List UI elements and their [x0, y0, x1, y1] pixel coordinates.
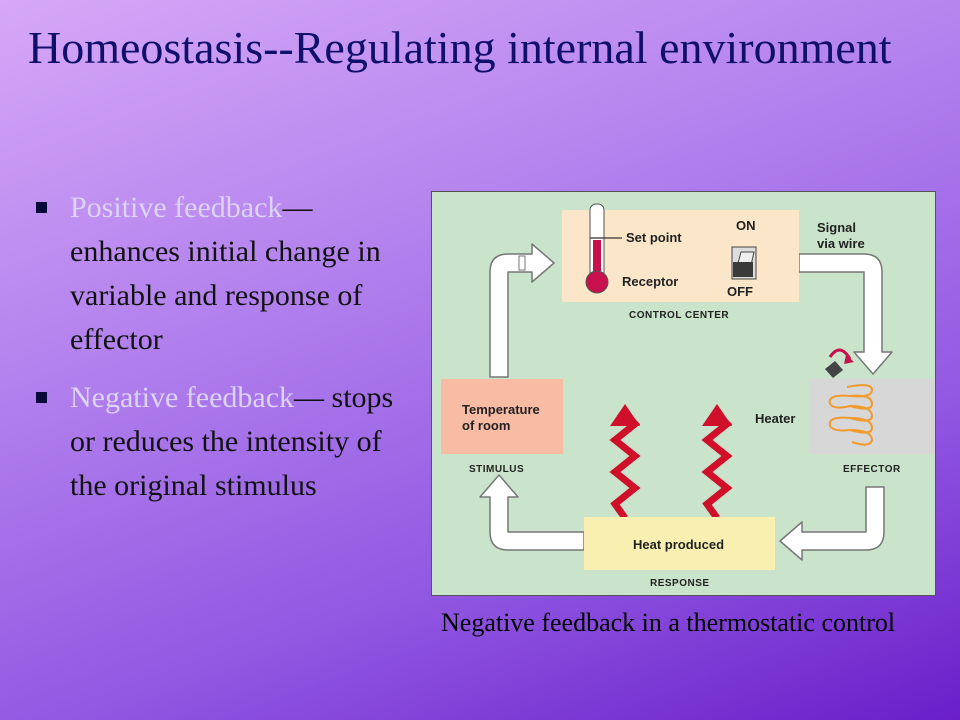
switch-toggle-icon	[825, 348, 854, 378]
bullet-negative-feedback: Negative feedback— stops or reduces the …	[36, 376, 416, 508]
cycle-arrows	[479, 243, 893, 561]
effector-label: EFFECTOR	[843, 464, 901, 475]
bullet-text: enhances initial change in variable and …	[70, 235, 381, 356]
stimulus-box-line2: of room	[462, 418, 510, 433]
slide-title: Homeostasis--Regulating internal environ…	[28, 22, 892, 73]
stimulus-label: STIMULUS	[469, 464, 524, 475]
switch-on-label: ON	[736, 218, 756, 233]
thermometer-icon	[585, 203, 622, 294]
switch-icon	[731, 246, 757, 280]
bullet-highlight: Positive feedback	[70, 191, 283, 224]
diagram-svg: Set point Receptor ON OFF CONTROL CENTER…	[441, 203, 935, 589]
bullet-dash: —	[282, 191, 313, 224]
heat-wave-right-icon	[701, 411, 733, 521]
control-center-label: CONTROL CENTER	[629, 310, 729, 321]
arrow-response-to-stimulus	[479, 474, 585, 551]
heater-label: Heater	[755, 411, 795, 426]
diagram-caption: Negative feedback in a thermostatic cont…	[441, 608, 896, 637]
arrow-stimulus-to-control	[489, 243, 555, 378]
bullet-list: Positive feedback— enhances initial chan…	[36, 186, 416, 522]
bullet-highlight: Negative feedback	[70, 381, 295, 414]
heat-waves	[609, 411, 733, 521]
heat-arrowhead-right-icon	[702, 404, 732, 426]
bullet-dash: —	[294, 381, 325, 414]
bullet-text: stops or reduces the intensity of the or…	[70, 381, 394, 502]
heater-coil-icon	[828, 384, 874, 446]
response-box	[584, 517, 775, 570]
bullet-positive-feedback: Positive feedback— enhances initial chan…	[36, 186, 416, 362]
bullet-square-icon	[36, 202, 47, 213]
signal-marker-icon	[518, 255, 526, 271]
stimulus-box-line1: Temperature	[462, 402, 540, 417]
heat-arrowhead-left-icon	[610, 404, 640, 426]
thermostat-feedback-diagram: Set point Receptor ON OFF CONTROL CENTER…	[431, 191, 936, 596]
response-label: RESPONSE	[650, 578, 710, 589]
arrow-control-to-effector	[798, 253, 893, 375]
switch-off-label: OFF	[727, 284, 753, 299]
bullet-square-icon	[36, 392, 47, 403]
stimulus-box	[441, 379, 563, 454]
response-box-label: Heat produced	[633, 537, 724, 552]
signal-label-line2: via wire	[817, 236, 865, 251]
set-point-label: Set point	[626, 230, 682, 245]
heat-wave-left-icon	[609, 411, 641, 521]
arrow-effector-to-response	[779, 486, 885, 561]
receptor-label: Receptor	[622, 274, 678, 289]
signal-label-line1: Signal	[817, 220, 856, 235]
